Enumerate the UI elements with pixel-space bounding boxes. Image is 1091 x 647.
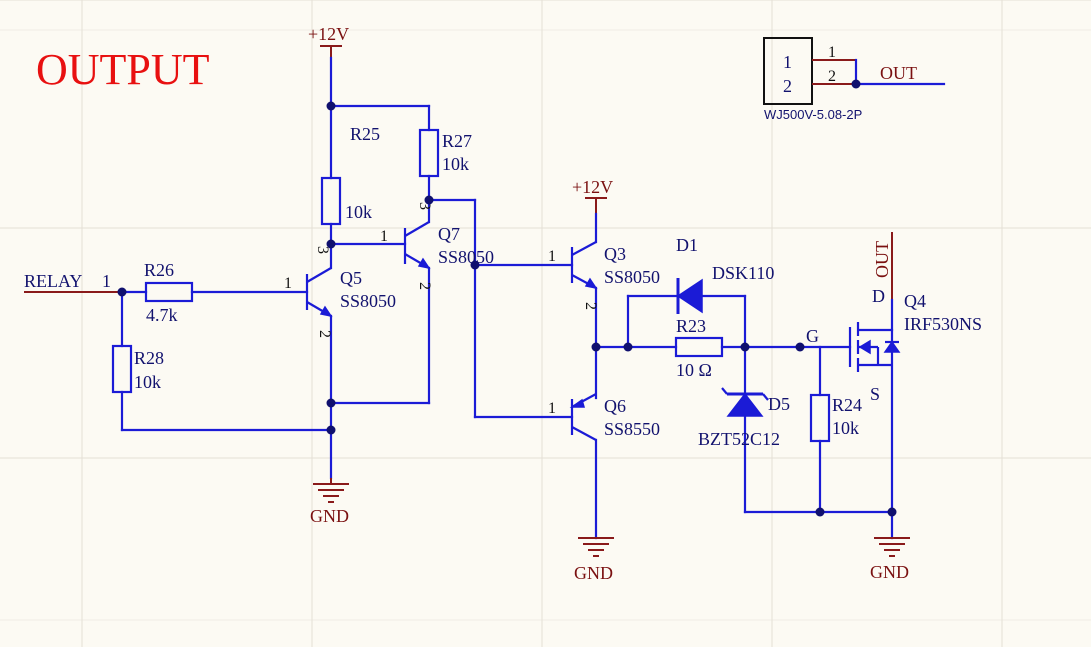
vcc-symbol-left: +12V [308,24,349,58]
d1-value: DSK110 [712,263,774,283]
gnd-label-mid: GND [574,563,613,583]
connector-body-pin2: 2 [783,76,792,96]
d1-ref: D1 [676,235,698,255]
junction-node [887,507,897,517]
r26-value: 4.7k [146,305,178,325]
q3-value: SS8050 [604,267,660,287]
q5-pin2: 2 [316,330,333,338]
transistor-q3 [570,241,598,290]
junction-node [326,398,336,408]
junction-node [851,79,861,89]
transistor-q6 [569,393,597,441]
r27-value: 10k [442,154,469,174]
gnd-symbol-mid: GND [574,537,614,583]
q4-value: IRF530NS [904,314,982,334]
vcc-label-left: +12V [308,24,349,44]
r26-ref: R26 [144,260,174,280]
gnd-symbol-left: GND [310,478,349,526]
resistor-r26 [144,281,194,303]
resistor-r28 [111,344,133,394]
resistor-r24 [809,393,831,443]
junction-nodes [117,79,897,517]
junction-node [815,507,825,517]
junction-node [795,342,805,352]
q6-value: SS8550 [604,419,660,439]
d5-ref: D5 [768,394,790,414]
connector-pin1-num: 1 [828,44,836,61]
q6-ref: Q6 [604,396,626,416]
q5-pin3: 3 [314,246,331,254]
q5-pin1: 1 [284,275,292,292]
source-net-label: S [870,384,880,404]
gate-net-label: G [806,326,819,346]
connector-part: WJ500V-5.08-2P [764,107,862,122]
resistor-r27 [418,128,440,178]
junction-node [740,342,750,352]
q5-ref: Q5 [340,268,362,288]
junction-node [326,101,336,111]
relay-net-label: RELAY [24,271,82,291]
q3-pin2: 2 [582,302,599,310]
q5-value: SS8050 [340,291,396,311]
junction-node [424,195,434,205]
connector-wj500v: 1 2 1 2 [763,37,856,105]
junction-node [470,260,480,270]
transistor-q7 [403,221,431,270]
resistor-r25 [320,176,342,226]
relay-pin1: 1 [102,271,111,291]
vcc-label-mid: +12V [572,177,613,197]
drain-label: D [872,286,885,306]
connector-pin2-num: 2 [828,68,836,85]
r24-value: 10k [832,418,859,438]
q7-ref: Q7 [438,224,460,244]
r28-value: 10k [134,372,161,392]
transistor-q5 [305,267,333,318]
connector-body-pin1: 1 [783,52,792,72]
gnd-label-right: GND [870,562,909,582]
junction-node [591,342,601,352]
q3-ref: Q3 [604,244,626,264]
gnd-symbol-right: GND [870,537,910,582]
q7-value: SS8050 [438,247,494,267]
resistor-r23 [674,336,724,358]
q6-pin1: 1 [548,400,556,417]
junction-node [326,425,336,435]
r28-ref: R28 [134,348,164,368]
q7-pin1: 1 [380,228,388,245]
q3-pin1: 1 [548,248,556,265]
schematic-title: OUTPUT [36,45,210,94]
vcc-symbol-mid: +12V [572,177,613,214]
q4-ref: Q4 [904,291,926,311]
r25-value: 10k [345,202,372,222]
diode-d1 [676,278,703,314]
junction-node [623,342,633,352]
d5-value: BZT52C12 [698,429,780,449]
gnd-label-left: GND [310,506,349,526]
q7-pin2: 2 [416,282,433,290]
r23-ref: R23 [676,316,706,336]
out-net-label-connector: OUT [880,63,917,83]
r24-ref: R24 [832,395,862,415]
q7-pin3: 3 [416,202,433,210]
r25-ref: R25 [350,124,380,144]
r23-value: 10 Ω [676,360,712,380]
r27-ref: R27 [442,131,472,151]
out-net-label-vertical: OUT [872,241,892,278]
junction-node [326,239,336,249]
junction-node [117,287,127,297]
